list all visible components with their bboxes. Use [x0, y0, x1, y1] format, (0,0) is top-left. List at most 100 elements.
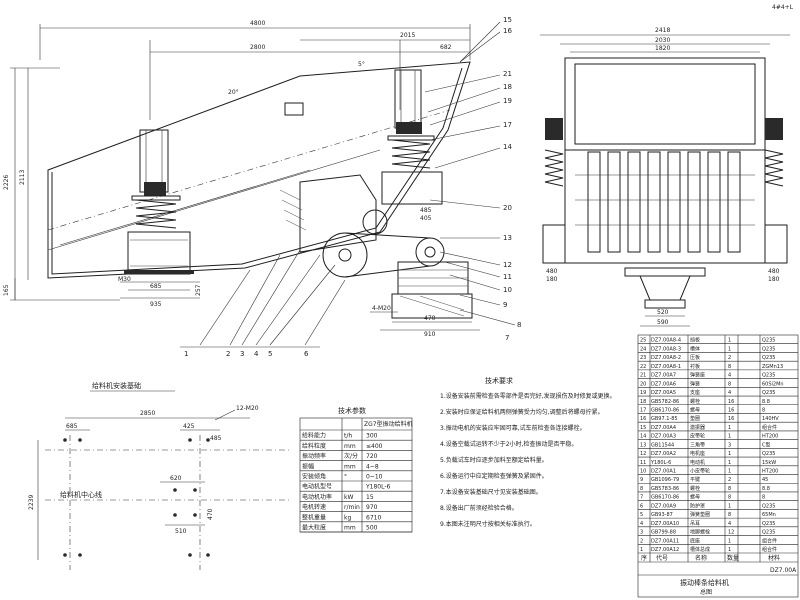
callout-12: 12	[503, 261, 512, 269]
pl-cell: 9	[640, 477, 643, 483]
pl-cell: DZ7.00A12	[651, 547, 679, 553]
pl-cell: DZ7.00A3	[651, 434, 676, 440]
dim-bottom-8: 257	[195, 284, 202, 296]
pl-cell: 垫圈	[690, 415, 700, 422]
pl-cell: 8	[728, 495, 731, 501]
motor-base	[391, 293, 473, 319]
pl-cell: 45	[762, 477, 768, 483]
pl-cell: 2	[640, 538, 643, 544]
end-body	[564, 57, 766, 264]
tech-req-item: 9.本图未注明尺寸按相关标准执行。	[440, 520, 536, 528]
pl-cell: DZ7.00A2	[651, 451, 676, 457]
pl-cell: 17	[640, 407, 646, 413]
pl-cell: 15	[640, 425, 646, 431]
end-left-spring	[544, 149, 564, 187]
tp-cell: 给料能力	[302, 432, 326, 440]
pl-cell: GB97.1-85	[651, 416, 678, 422]
pl-cell: 组合件	[762, 424, 777, 431]
tech-requirements: 技术要求 1.设备安装前需检查各零部件是否完好,发现损伤及时修复或更换。2.安装…	[440, 376, 616, 528]
fdn-dim-7: 2239	[28, 495, 35, 510]
grizzly-bars	[575, 151, 755, 253]
tp-cell: kg	[344, 514, 351, 521]
left-spring	[135, 199, 177, 229]
pl-cell: 10	[640, 469, 646, 475]
dim-left-2: 165	[3, 284, 10, 296]
pl-cell: 2	[728, 355, 731, 361]
fdn-dim-1: 685	[66, 423, 78, 430]
pl-cell: DZ7.00A4	[651, 425, 676, 431]
pl-h-5: 材料	[768, 554, 780, 562]
pl-cell: 8.8	[762, 399, 770, 405]
pl-cell: 18	[640, 399, 646, 405]
end-dim-side-3: 180	[768, 276, 780, 283]
pl-cell: 8	[640, 486, 643, 492]
pl-cell: 电机座	[690, 450, 705, 457]
tp-cell: 振幅	[302, 462, 314, 470]
dim-bottom-1: 685	[150, 283, 162, 290]
pl-cell: 螺母	[690, 494, 700, 501]
fdn-dim-5: 620	[170, 475, 182, 482]
exciter-housing	[299, 174, 377, 253]
pl-cell: 22	[640, 364, 646, 370]
pl-cell: GB799-88	[651, 530, 676, 536]
pl-cell: 60Si2Mn	[762, 381, 784, 387]
callout-15: 15	[503, 16, 512, 24]
pl-h-0: 序	[641, 554, 647, 562]
end-left-base	[542, 224, 566, 264]
pl-cell: 11	[640, 460, 646, 466]
end-dim-side-0: 480	[546, 268, 558, 275]
pl-cell: Q235	[762, 355, 775, 361]
pl-cell: 螺栓	[690, 485, 700, 492]
pl-cell: 弹簧	[690, 380, 700, 387]
pl-cell: GB5782-86	[651, 399, 679, 405]
pl-cell: 4	[728, 373, 731, 379]
tb-code: DZ7.00A	[770, 567, 797, 574]
pl-cell: 组合件	[762, 537, 777, 544]
pl-cell: 24	[640, 346, 646, 352]
pl-cell: 平键	[690, 476, 700, 483]
pl-cell: 地脚螺栓	[690, 529, 710, 536]
dim-bottom-6: 470	[424, 315, 436, 322]
callout-6: 6	[304, 350, 309, 358]
pl-cell: 皮带轮	[690, 433, 705, 440]
pl-cell: 2	[728, 477, 731, 483]
pl-cell: 1	[640, 547, 643, 553]
tp-cell: 安装倾角	[302, 473, 326, 481]
side-view: 4800 2800 2015 682 2226 2113 165 20° 5°	[3, 16, 521, 358]
pl-cell: 4	[728, 390, 731, 396]
fdn-dim-8: 470	[207, 508, 214, 520]
pl-cell: 3	[640, 530, 643, 536]
end-dim-top-2: 1820	[655, 45, 670, 52]
pl-cell: 弹簧垫圈	[690, 511, 710, 518]
pl-cell: GB6170-86	[651, 495, 679, 501]
tp-cell: 4~8	[366, 463, 379, 470]
pl-cell: C型	[762, 441, 771, 448]
callout-2: 2	[226, 350, 230, 358]
pl-cell: 140HV	[762, 416, 779, 422]
callout-20: 20	[503, 204, 512, 212]
tp-cell: 970	[366, 504, 378, 511]
foundation-title: 给料机安装基础	[92, 381, 141, 390]
pl-cell: 20	[640, 381, 646, 387]
pl-cell: 支座	[690, 389, 700, 396]
pl-cell: DZ7.00A6	[651, 381, 676, 387]
pl-cell: 1	[728, 460, 731, 466]
callout-9: 9	[503, 301, 507, 309]
pl-cell: Q235	[762, 521, 775, 527]
dim-top-3: 682	[440, 44, 452, 51]
pl-h-2: 名称	[695, 554, 707, 562]
pl-cell: 1	[728, 547, 731, 553]
end-pedestal-plate	[624, 267, 706, 277]
callout-18: 18	[503, 83, 512, 91]
left-spring-seat	[144, 182, 166, 196]
pl-cell: 组合件	[762, 546, 777, 553]
tb-sub: 总图	[700, 588, 712, 596]
angle-label: 5°	[358, 61, 365, 68]
tech-params-header: ZG7型振动给料机	[364, 420, 413, 428]
pl-cell: 15kW	[762, 460, 776, 466]
end-right-base	[764, 224, 788, 264]
pl-cell: 1	[728, 425, 731, 431]
pl-cell: 1	[728, 469, 731, 475]
pl-cell: Q235	[762, 338, 775, 344]
tp-cell: r/min	[344, 504, 360, 511]
